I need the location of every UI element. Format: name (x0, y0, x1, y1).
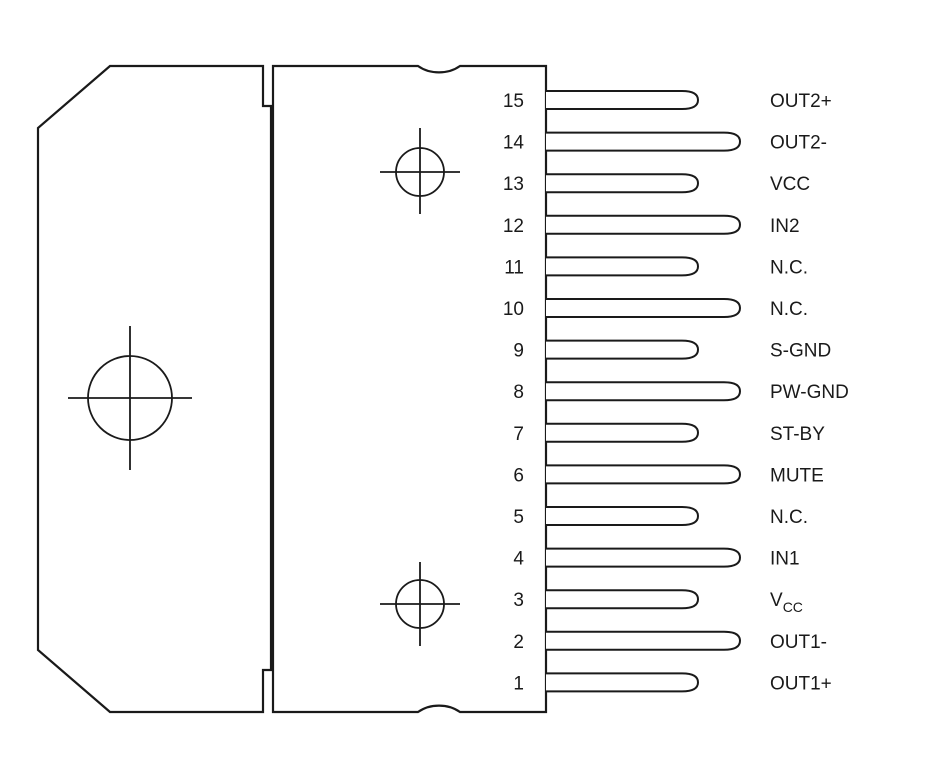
pin-number: 2 (513, 632, 524, 653)
pin-4-lead (546, 547, 742, 568)
package-body (271, 64, 548, 714)
heatsink-mounting-hole-icon (68, 326, 192, 470)
pin-numbers: 15 14 13 12 11 10 9 8 7 6 5 4 3 2 1 (503, 91, 525, 694)
pin-11-lead (546, 256, 700, 277)
pin-10-lead (546, 298, 742, 318)
pin-number: 7 (513, 424, 524, 445)
pin-number: 15 (503, 91, 524, 112)
pin-label: MUTE (770, 465, 824, 486)
pin-number: 13 (503, 174, 524, 195)
pin-label: VCC (770, 174, 810, 195)
pin-number: 1 (513, 673, 524, 694)
pin-2-lead (546, 630, 742, 651)
pin-5-lead (546, 506, 700, 526)
pin-label: N.C. (770, 299, 808, 320)
top-alignment-mark-icon (380, 128, 460, 214)
pin-number: 5 (513, 507, 524, 528)
pin-number: 9 (513, 341, 524, 362)
pin-14-lead (546, 131, 742, 152)
pin-label-subscript: CC (783, 599, 803, 615)
pin-9-lead (546, 339, 700, 360)
pin-label: N.C. (770, 257, 808, 278)
pin-1-lead (546, 672, 700, 693)
pin-number: 12 (503, 216, 524, 237)
pin-label: OUT2- (770, 133, 827, 154)
pin-label: IN2 (770, 216, 800, 237)
pin-label: ST-BY (770, 424, 825, 445)
pin-number: 10 (503, 299, 524, 320)
pin-number: 11 (504, 257, 524, 278)
pin-number: 3 (513, 590, 524, 611)
pin-leads (546, 90, 742, 693)
pin-7-lead (546, 422, 700, 443)
pin-label: N.C. (770, 507, 808, 528)
pin-label: PW-GND (770, 382, 849, 403)
pin-label: OUT1- (770, 632, 827, 653)
pin-label: VCC (770, 590, 803, 615)
bottom-alignment-mark-icon (380, 562, 460, 646)
pin-6-lead (546, 464, 742, 485)
pin-number: 8 (513, 382, 524, 403)
pin-number: 14 (503, 133, 525, 154)
pin-number: 4 (513, 549, 524, 570)
pin-3-lead (546, 589, 700, 610)
pin-12-lead (546, 214, 742, 235)
pin-15-lead (546, 90, 700, 110)
pin-13-lead (546, 173, 700, 194)
pin-label: OUT1+ (770, 673, 832, 694)
pin-label: IN1 (770, 549, 800, 570)
heatsink-tab (36, 64, 273, 714)
pin-label: OUT2+ (770, 91, 832, 112)
pin-number: 6 (513, 465, 524, 486)
pin-label: S-GND (770, 341, 831, 362)
pin-8-lead (546, 381, 742, 402)
